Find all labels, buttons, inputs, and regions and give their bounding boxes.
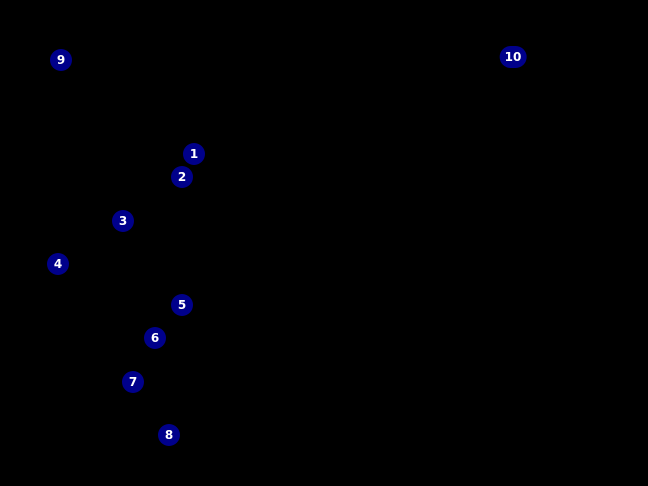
annotation-marker-5[interactable]: 5 xyxy=(171,294,193,316)
annotation-marker-10[interactable]: 10 xyxy=(499,46,527,68)
annotation-marker-7[interactable]: 7 xyxy=(122,371,144,393)
annotation-marker-1[interactable]: 1 xyxy=(183,143,205,165)
annotation-marker-2[interactable]: 2 xyxy=(171,166,193,188)
annotation-marker-9[interactable]: 9 xyxy=(50,49,72,71)
annotation-marker-3[interactable]: 3 xyxy=(112,210,134,232)
annotation-marker-6[interactable]: 6 xyxy=(144,327,166,349)
annotation-marker-8[interactable]: 8 xyxy=(158,424,180,446)
annotation-marker-4[interactable]: 4 xyxy=(47,253,69,275)
